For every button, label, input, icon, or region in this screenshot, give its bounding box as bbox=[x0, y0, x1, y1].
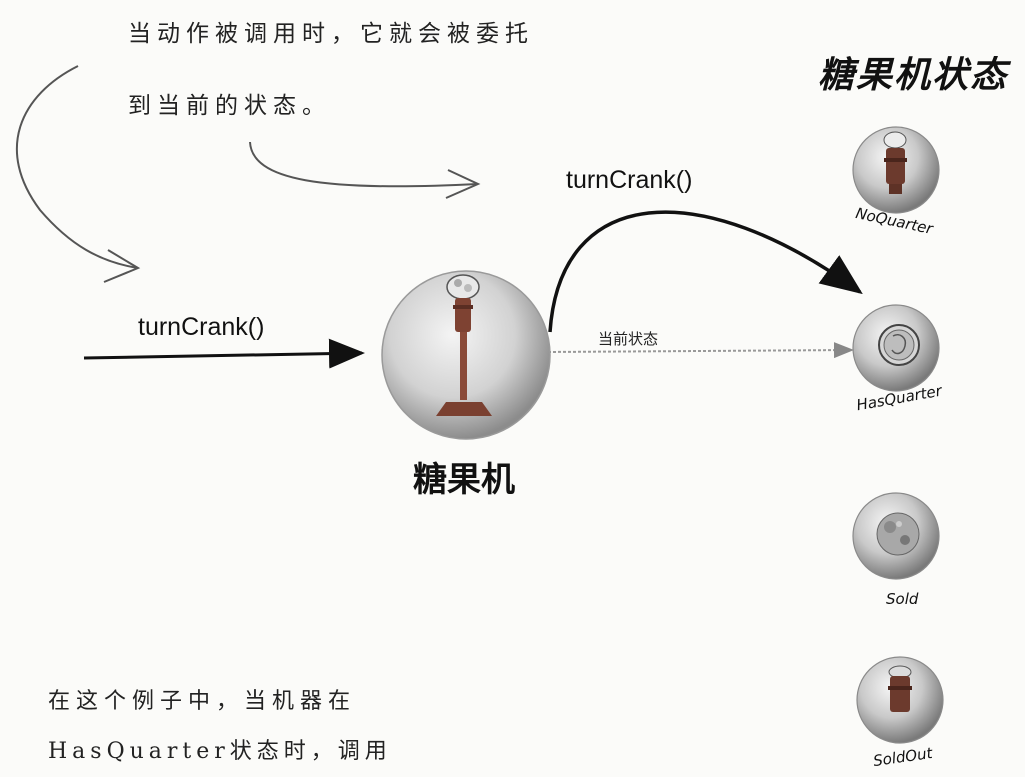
note-bottom-line2: HasQuarter状态时，调用 bbox=[48, 739, 392, 764]
note-top-line2: 到当前的状态。 bbox=[128, 93, 331, 119]
turn-crank-label-top: turnCrank() bbox=[566, 166, 693, 194]
machine-name: 糖果机 bbox=[413, 460, 515, 500]
current-state-arrow bbox=[547, 342, 854, 359]
state-sold-icon bbox=[852, 492, 940, 580]
turn-crank-arrow-delegate bbox=[548, 210, 863, 333]
note-bottom-line1: 在这个例子中，当机器在 bbox=[48, 689, 357, 714]
curved-pointer-arrow-left bbox=[15, 65, 139, 269]
state-label-sold: Sold bbox=[886, 590, 919, 608]
state-soldout-icon bbox=[856, 656, 944, 744]
note-top-line1: 当动作被调用时，它就会被委托 bbox=[128, 21, 534, 47]
turn-crank-label-left: turnCrank() bbox=[138, 313, 265, 341]
gumball-machine-icon bbox=[381, 270, 551, 440]
state-hasquarter-icon bbox=[852, 304, 940, 392]
current-state-label: 当前状态 bbox=[598, 330, 659, 348]
state-noquarter-icon bbox=[852, 126, 940, 214]
states-title: 糖果机状态 bbox=[818, 54, 1009, 96]
curved-pointer-arrow-middle bbox=[249, 141, 479, 188]
turn-crank-arrow-left bbox=[83, 338, 365, 369]
